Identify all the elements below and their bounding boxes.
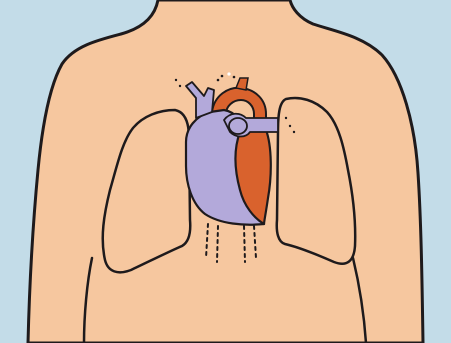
torso-heart-lungs-illustration [0,0,451,343]
